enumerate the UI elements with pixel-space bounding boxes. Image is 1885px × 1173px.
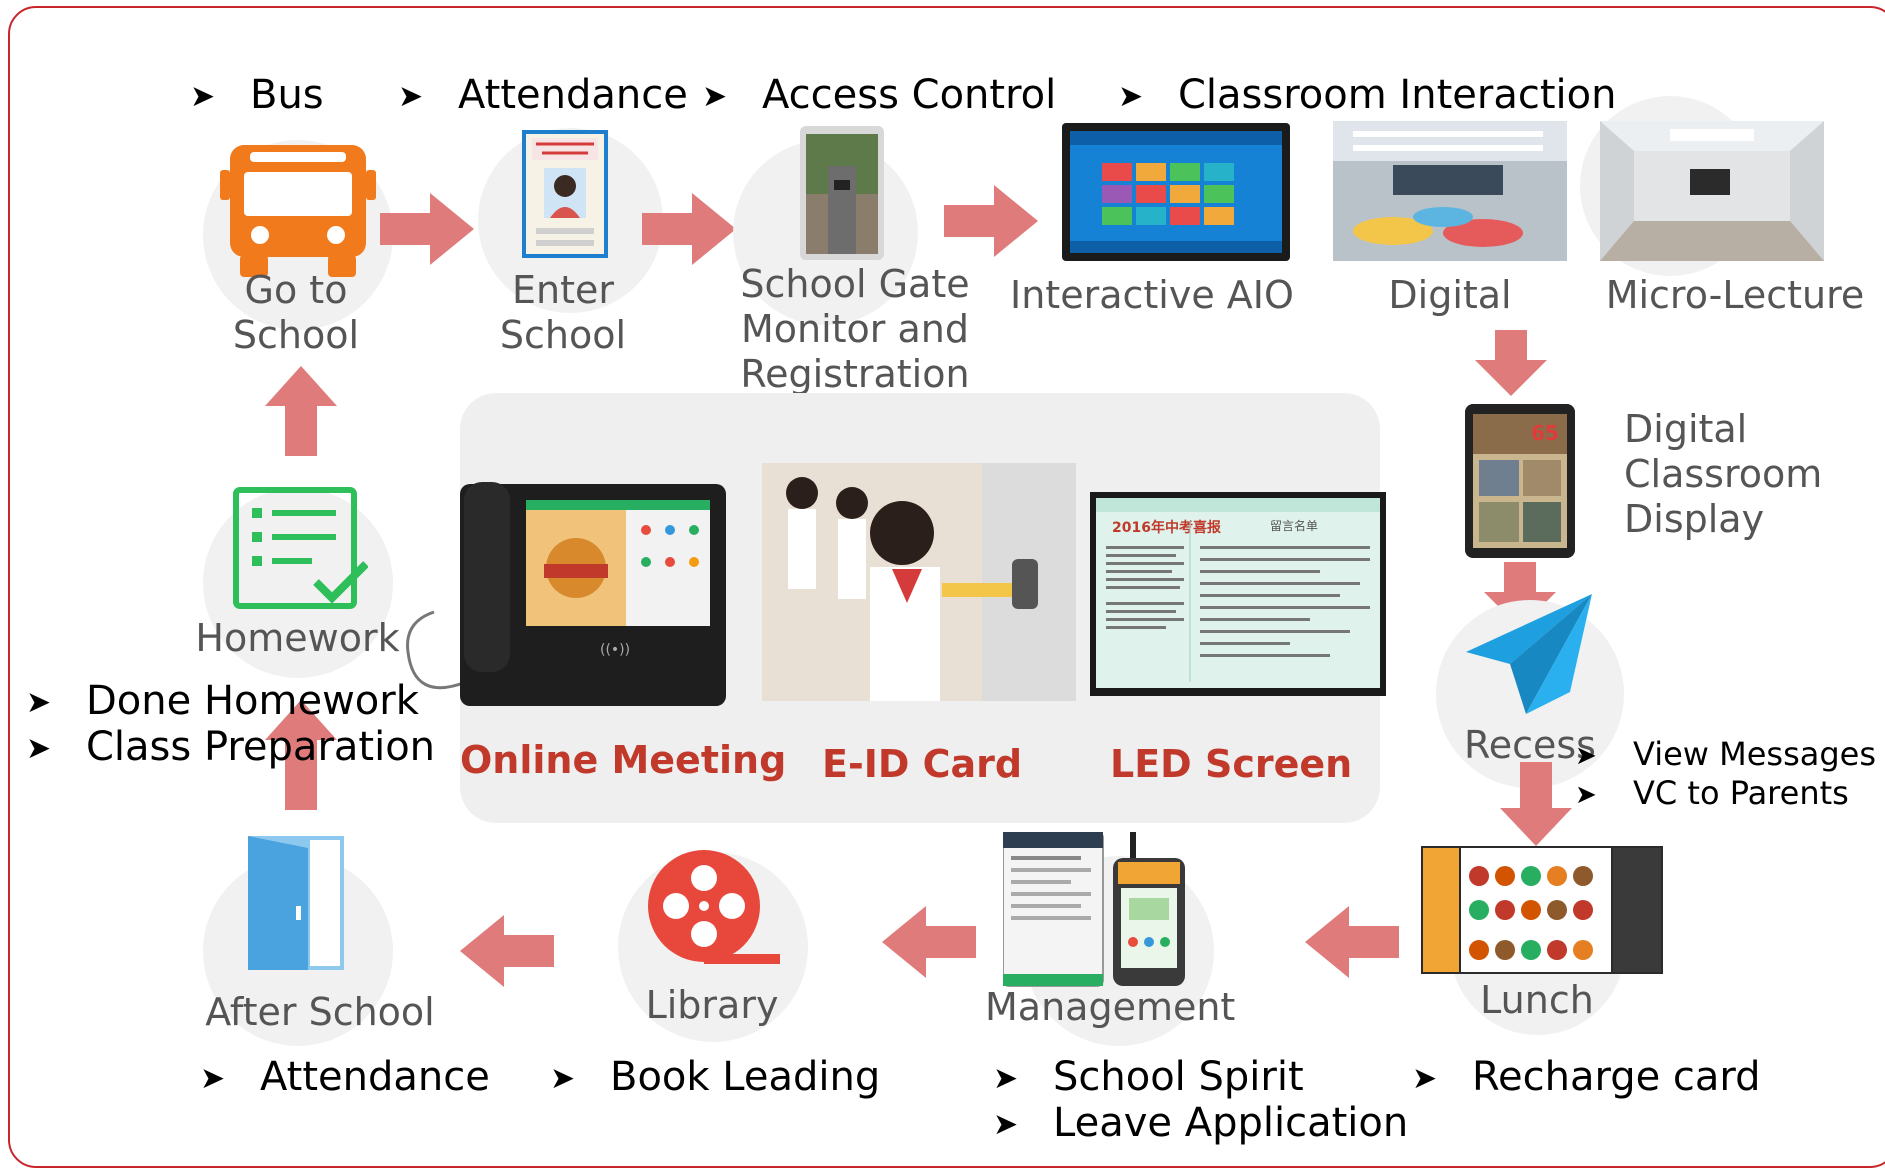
arrow-up <box>265 366 337 456</box>
bullet-after-school-attendance: ➤Attendance <box>200 1054 490 1100</box>
paper-plane-icon <box>1466 592 1596 716</box>
led-right-title: 留言名单 <box>1270 518 1318 533</box>
bullet-leave-application: ➤Leave Application <box>993 1100 1409 1146</box>
label-eid-card: E-ID Card <box>822 742 1023 786</box>
bullet-school-spirit: ➤School Spirit <box>993 1054 1304 1100</box>
label-library: Library <box>645 983 779 1027</box>
door-icon <box>248 836 344 972</box>
bullet-class-preparation: ➤Class Preparation <box>26 724 436 770</box>
arrow-right <box>642 193 736 265</box>
label-led-screen: LED Screen <box>1110 742 1353 786</box>
arrow-left <box>1305 906 1399 978</box>
mobile-devices-icon <box>1003 832 1203 988</box>
label-online-meeting: Online Meeting <box>460 738 787 782</box>
bullet-classroom-interaction: ➤Classroom Interaction <box>1118 72 1617 118</box>
svg-text:((•)): ((•)) <box>600 642 630 658</box>
interactive-screen-icon <box>1062 123 1290 263</box>
arrow-left <box>460 915 554 987</box>
bullet-access-control: ➤Access Control <box>702 72 1057 118</box>
label-digital: Digital <box>1388 273 1512 317</box>
student-id-card-icon <box>522 130 608 258</box>
school-gate-icon <box>800 126 884 260</box>
label-lunch: Lunch <box>1480 978 1594 1022</box>
arrow-left <box>882 906 976 978</box>
bullet-done-homework: ➤Done Homework <box>26 678 419 724</box>
checklist-icon <box>232 486 368 614</box>
label-after-school: After School <box>205 990 435 1034</box>
led-screen-icon: 2016年中考喜报 留言名单 <box>1090 492 1386 696</box>
arrow-down <box>1475 330 1547 396</box>
bullet-view-messages: ➤View Messages <box>1575 735 1877 773</box>
tablet-display-icon: 65 <box>1465 404 1575 558</box>
bullet-book-leading: ➤Book Leading <box>550 1054 881 1100</box>
arrow-up <box>265 700 337 810</box>
label-interactive-aio: Interactive AIO <box>1010 273 1294 317</box>
film-reel-icon <box>642 848 782 968</box>
bullet-vc-to-parents: ➤VC to Parents <box>1575 774 1849 812</box>
arrow-right <box>380 193 474 265</box>
arrow-right <box>944 185 1038 257</box>
bullet-recharge-card: ➤Recharge card <box>1412 1054 1761 1100</box>
bullet-attendance: ➤Attendance <box>398 72 688 118</box>
diagram-frame <box>8 6 1885 1168</box>
arrow-down <box>1500 762 1572 846</box>
bus-icon <box>220 140 376 280</box>
classroom-photo <box>1333 121 1567 261</box>
svg-text:65: 65 <box>1531 421 1559 445</box>
led-title: 2016年中考喜报 <box>1112 519 1221 536</box>
label-management: Management <box>985 985 1236 1029</box>
arrow-down <box>1484 562 1556 628</box>
desk-phone-icon: ((•)) <box>404 482 728 740</box>
bullet-bus: ➤Bus <box>190 72 324 118</box>
eid-card-photo <box>762 463 1076 701</box>
lecture-room-photo <box>1600 121 1824 261</box>
label-micro-lecture: Micro-Lecture <box>1605 273 1865 317</box>
label-homework: Homework <box>195 616 400 660</box>
canteen-screen-icon <box>1421 846 1663 974</box>
label-recess: Recess <box>1464 723 1596 767</box>
